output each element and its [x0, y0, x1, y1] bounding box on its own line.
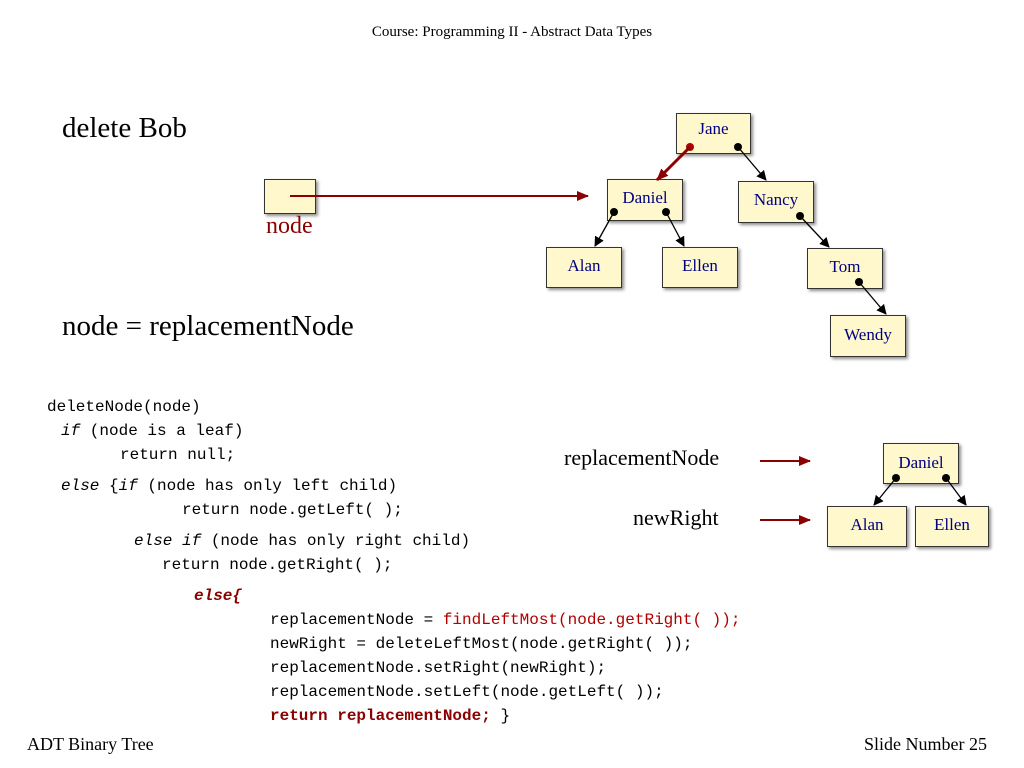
- tree-node-daniel: Daniel: [607, 179, 683, 221]
- subtree-node-ellen: Ellen: [915, 506, 989, 547]
- code-line-3: return null;: [120, 446, 236, 464]
- code-line-4: else {if (node has only left child): [61, 477, 398, 495]
- subtree-node-daniel: Daniel: [883, 443, 959, 484]
- tree-node-nancy: Nancy: [738, 181, 814, 223]
- tree-node-ellen: Ellen: [662, 247, 738, 288]
- code-line-9: replacementNode = findLeftMost(node.getR…: [270, 611, 741, 629]
- slide-number: Slide Number 25: [864, 734, 987, 754]
- tree-node-alan: Alan: [546, 247, 622, 288]
- tree-node-jane: Jane: [676, 113, 751, 154]
- code-line-13: return replacementNode; }: [270, 707, 511, 725]
- node-pointer-box: [264, 179, 316, 214]
- code-line-1: deleteNode(node): [47, 398, 201, 416]
- new-right-label: newRight: [633, 505, 719, 530]
- node-variable-label: node: [266, 213, 313, 239]
- slide-heading: delete Bob: [62, 112, 187, 144]
- assignment-statement: node = replacementNode: [62, 310, 354, 342]
- code-line-7: return node.getRight( );: [162, 556, 393, 574]
- footer-title: ADT Binary Tree: [27, 734, 154, 754]
- tree-node-wendy: Wendy: [830, 315, 906, 357]
- code-line-8: else{: [194, 587, 243, 605]
- code-line-12: replacementNode.setLeft(node.getLeft( ))…: [270, 683, 664, 701]
- slide-header: Course: Programming II - Abstract Data T…: [371, 24, 653, 40]
- code-line-11: replacementNode.setRight(newRight);: [270, 659, 607, 677]
- code-line-5: return node.getLeft( );: [182, 501, 403, 519]
- code-line-6: else if (node has only right child): [134, 532, 471, 550]
- code-line-2: if (node is a leaf): [61, 422, 244, 440]
- replacement-node-label: replacementNode: [564, 445, 720, 470]
- subtree-node-alan: Alan: [827, 506, 907, 547]
- code-line-10: newRight = deleteLeftMost(node.getRight(…: [270, 635, 693, 653]
- tree-node-tom: Tom: [807, 248, 883, 289]
